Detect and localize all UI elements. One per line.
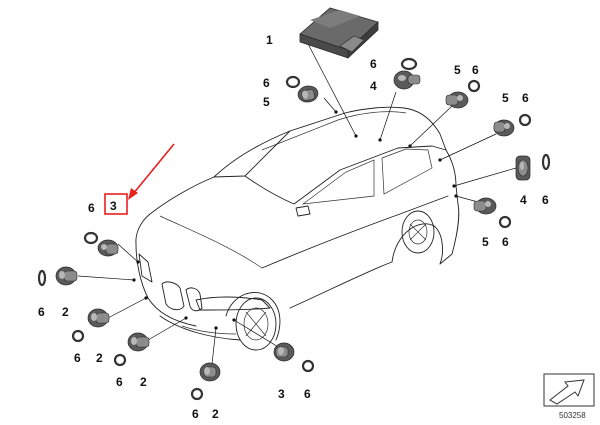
callout-4: 4 xyxy=(520,193,527,207)
callout-6: 6 xyxy=(88,201,95,215)
highlight-arrowhead-icon xyxy=(128,188,138,200)
callout-5: 5 xyxy=(263,95,270,109)
pdc-sensor-icon xyxy=(393,70,421,90)
o-ring-icon xyxy=(71,329,85,343)
o-ring-icon xyxy=(301,359,315,373)
arrow-icon xyxy=(549,379,585,405)
pdc-sensor-icon xyxy=(273,342,295,362)
callout-2: 2 xyxy=(62,305,69,319)
callout-6: 6 xyxy=(472,63,479,77)
callout-6: 6 xyxy=(542,193,549,207)
callout-2: 2 xyxy=(212,407,219,421)
callout-3-highlighted: 3 xyxy=(110,199,117,213)
pdc-sensor-icon xyxy=(297,85,319,103)
highlight-box xyxy=(104,193,128,215)
callout-6: 6 xyxy=(263,76,270,90)
o-ring-icon xyxy=(518,113,532,127)
callout-3: 3 xyxy=(278,387,285,401)
callout-6: 6 xyxy=(304,387,311,401)
o-ring-icon xyxy=(113,353,127,367)
callout-6: 6 xyxy=(502,235,509,249)
callout-6: 6 xyxy=(38,305,45,319)
callout-labels: 1 6 4 6 5 5 6 5 6 4 6 5 6 6 6 2 6 2 6 2 … xyxy=(38,33,549,421)
callout-1: 1 xyxy=(266,33,273,47)
callout-2: 2 xyxy=(140,375,147,389)
leader-lines xyxy=(77,39,517,365)
pdc-sensor-icon xyxy=(445,91,469,109)
sensor-icons xyxy=(55,70,531,382)
callout-6: 6 xyxy=(370,57,377,71)
pdc-sensor-icon xyxy=(127,332,150,352)
highlighted-callout: 3 xyxy=(104,143,175,215)
callout-5: 5 xyxy=(454,63,461,77)
vehicle-outline xyxy=(135,106,460,351)
control-unit-icon xyxy=(299,7,379,59)
pdc-sensor-icon xyxy=(97,239,119,257)
catalog-box: 503258 xyxy=(543,373,595,420)
pdc-sensor-icon xyxy=(515,155,531,181)
o-ring-icon xyxy=(467,79,481,93)
callout-5: 5 xyxy=(502,91,509,105)
callout-6: 6 xyxy=(192,407,199,421)
ring-icons xyxy=(37,57,551,401)
callout-5: 5 xyxy=(482,235,489,249)
pdc-sensor-icon xyxy=(473,197,497,215)
o-ring-icon xyxy=(498,215,512,229)
o-ring-icon xyxy=(37,269,47,287)
callout-6: 6 xyxy=(116,375,123,389)
o-ring-icon xyxy=(285,75,301,89)
pdc-sensor-icon xyxy=(87,308,110,328)
pdc-sensor-icon xyxy=(493,119,515,137)
o-ring-icon xyxy=(83,231,99,245)
callout-2: 2 xyxy=(96,351,103,365)
pdc-sensor-icon xyxy=(55,266,78,286)
callout-6: 6 xyxy=(522,91,529,105)
highlight-arrow-icon xyxy=(132,143,175,195)
catalog-number: 503258 xyxy=(559,411,586,420)
callout-6: 6 xyxy=(74,351,81,365)
o-ring-icon xyxy=(190,387,204,401)
pdc-sensor-icon xyxy=(199,362,221,382)
o-ring-icon xyxy=(400,57,418,71)
o-ring-icon xyxy=(541,153,551,171)
callout-4: 4 xyxy=(370,79,377,93)
